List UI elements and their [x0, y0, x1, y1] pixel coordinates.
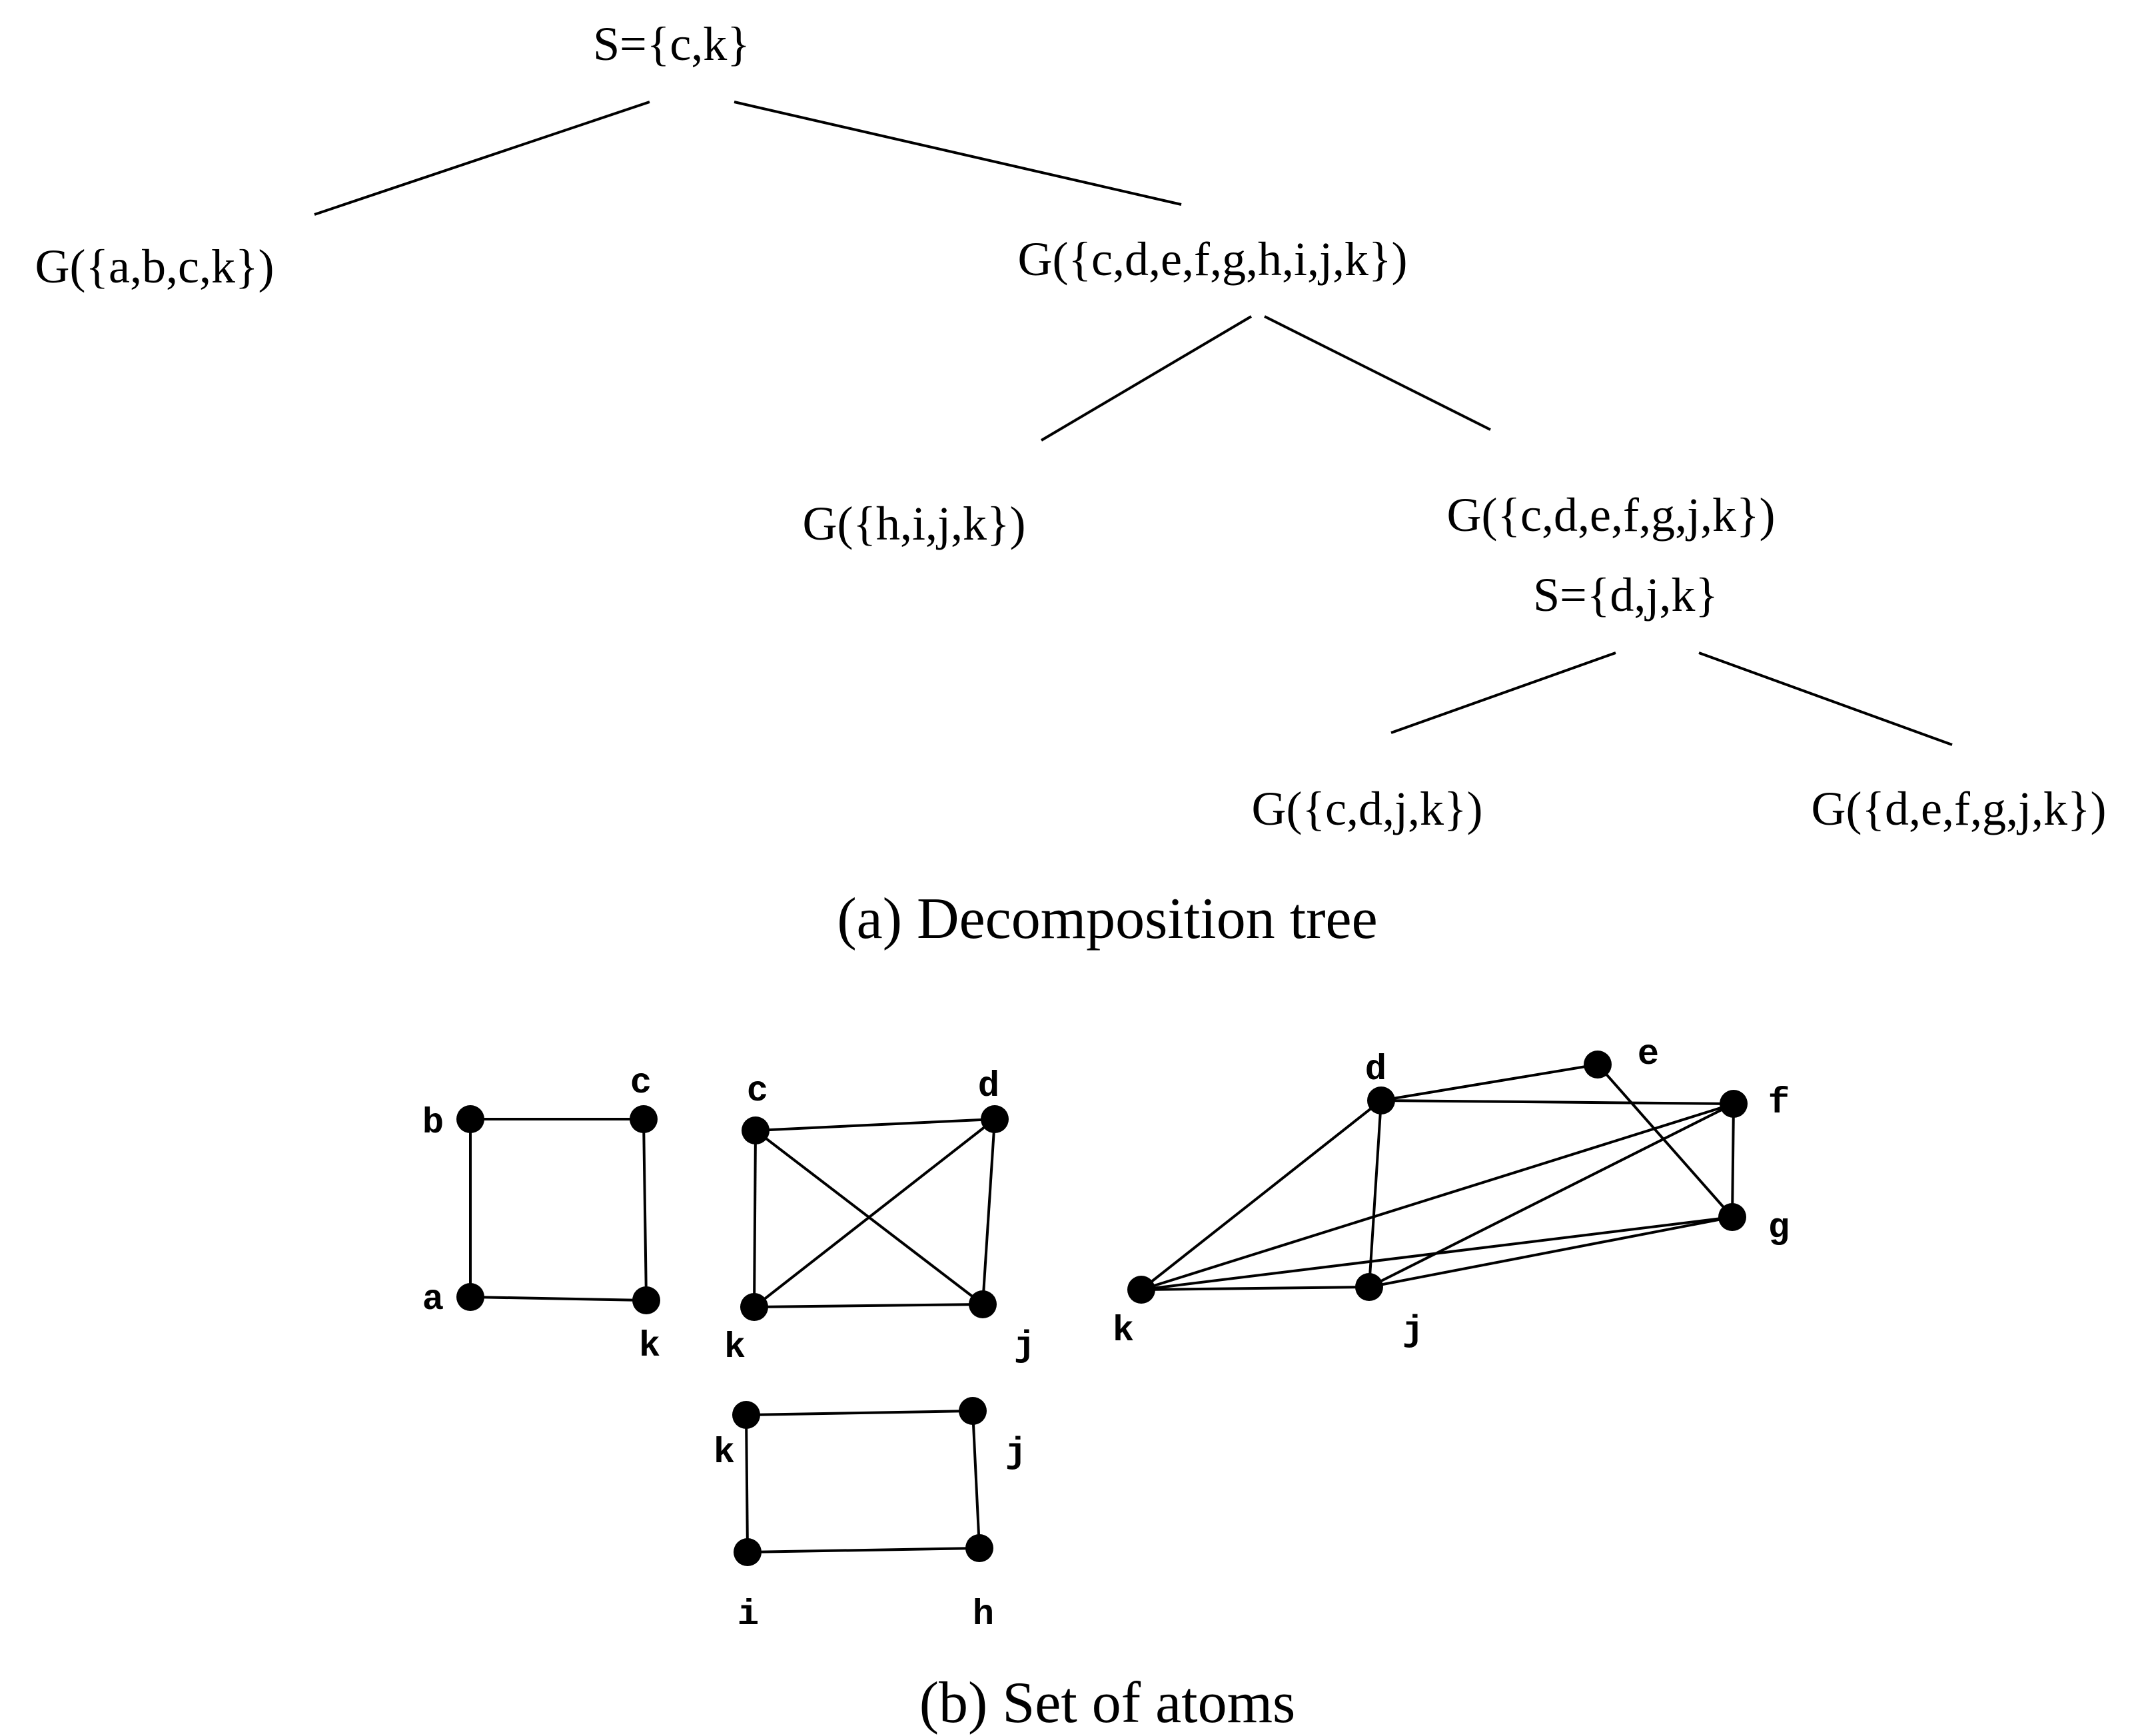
tree-edge-sep2-right	[1698, 651, 1953, 746]
edge-hijk-i-h	[747, 1547, 980, 1553]
atom-node-labels: a b c k c d j k d e f g j k h i j k	[422, 1035, 1790, 1635]
atom-abck-label: G({a,b,c,k})	[35, 240, 274, 293]
node-cdjk-k	[740, 1293, 768, 1321]
node-label-defgjk-g: g	[1768, 1208, 1790, 1249]
node-hijk-i	[734, 1538, 762, 1566]
edge-cdjk-c-k	[753, 1130, 757, 1308]
node-label-defgjk-k: k	[1113, 1311, 1134, 1352]
atom-hijk-label: G({h,i,j,k})	[802, 497, 1025, 550]
edge-defgjk-d-j	[1368, 1100, 1382, 1288]
node-label-defgjk-j: j	[1402, 1311, 1424, 1352]
node-abck-b	[456, 1105, 484, 1133]
node-label-cdjk-k: k	[724, 1328, 746, 1368]
second-separator: S={d,j,k}	[1533, 568, 1718, 622]
edge-hijk-k-i	[745, 1414, 749, 1553]
node-label-abck-k: k	[639, 1326, 660, 1367]
edge-defgjk-f-g	[1731, 1103, 1735, 1218]
edge-defgjk-k-j	[1141, 1286, 1370, 1291]
node-cdjk-c	[742, 1116, 770, 1144]
atom-defgjk-label: G({d,e,f,g,j,k})	[1811, 782, 2106, 835]
edge-defgjk-d-e	[1380, 1063, 1598, 1102]
node-defgjk-e	[1584, 1051, 1612, 1079]
node-label-abck-a: a	[422, 1280, 444, 1320]
edge-abck-a-k	[470, 1296, 647, 1302]
node-label-hijk-h: h	[973, 1595, 994, 1635]
tree-edge-root-right	[734, 101, 1182, 206]
edge-defgjk-d-k	[1140, 1099, 1382, 1291]
node-label-defgjk-f: f	[1768, 1083, 1790, 1124]
tree-edge-sub-right	[1264, 315, 1491, 431]
caption-set-of-atoms: (b) Set of atoms	[919, 1671, 1296, 1735]
node-defgjk-f	[1720, 1090, 1748, 1118]
node-defgjk-d	[1367, 1086, 1395, 1114]
node-label-hijk-i: i	[738, 1595, 759, 1635]
edge-defgjk-g-k	[1141, 1216, 1733, 1291]
edge-defgjk-e-g	[1596, 1063, 1734, 1218]
edge-defgjk-d-f	[1380, 1099, 1734, 1105]
node-cdjk-d	[981, 1105, 1009, 1133]
edge-cdjk-d-j	[981, 1118, 996, 1305]
node-label-defgjk-e: e	[1638, 1035, 1659, 1075]
node-cdjk-j	[969, 1290, 997, 1318]
root-separator: S={c,k}	[593, 17, 750, 71]
atom-graphs: a b c k c d j k d e f g j k h i j k	[422, 1035, 1790, 1635]
node-label-cdjk-c: c	[747, 1071, 768, 1112]
subgraph-cdefgjk-label: G({c,d,e,f,g,j,k})	[1447, 488, 1776, 542]
edge-cdjk-c-d	[755, 1118, 995, 1132]
node-defgjk-k	[1127, 1276, 1155, 1304]
node-abck-a	[456, 1283, 484, 1311]
node-hijk-j	[959, 1397, 987, 1425]
edge-cdjk-k-j	[754, 1303, 983, 1308]
edge-cdjk-d-k	[753, 1118, 996, 1308]
node-label-hijk-j: j	[1005, 1433, 1027, 1474]
edge-abck-c-k	[642, 1118, 648, 1301]
node-label-abck-b: b	[422, 1103, 444, 1144]
node-label-abck-c: c	[630, 1063, 652, 1104]
node-defgjk-j	[1355, 1273, 1383, 1301]
node-label-hijk-k: k	[714, 1433, 735, 1474]
node-label-cdjk-d: d	[978, 1067, 999, 1107]
caption-decomposition-tree: (a) Decomposition tree	[837, 887, 1377, 951]
tree-edge-sub-left	[1040, 315, 1253, 442]
node-hijk-h	[965, 1534, 993, 1562]
edge-defgjk-f-k	[1141, 1102, 1734, 1291]
edge-hijk-j-h	[971, 1410, 981, 1549]
decomposition-tree: S={c,k} G({a,b,c,k}) G({c,d,e,f,g,h,i,j,…	[35, 17, 2107, 951]
atom-nodes	[456, 1051, 1748, 1566]
node-abck-k	[632, 1286, 660, 1314]
edge-defgjk-g-j	[1368, 1216, 1733, 1288]
node-abck-c	[630, 1105, 658, 1133]
subgraph-cdefghijk-label: G({c,d,e,f,g,h,i,j,k})	[1018, 232, 1408, 286]
atom-edges	[469, 1063, 1735, 1553]
edge-defgjk-f-j	[1368, 1102, 1734, 1288]
tree-edge-sep2-left	[1390, 651, 1616, 734]
node-label-cdjk-j: j	[1014, 1326, 1035, 1367]
node-hijk-k	[732, 1401, 760, 1429]
edge-hijk-k-j	[746, 1410, 973, 1416]
node-label-defgjk-d: d	[1365, 1050, 1386, 1090]
atom-cdjk-label: G({c,d,j,k})	[1251, 782, 1482, 835]
node-defgjk-g	[1718, 1203, 1746, 1231]
tree-edge-root-left	[314, 101, 650, 216]
